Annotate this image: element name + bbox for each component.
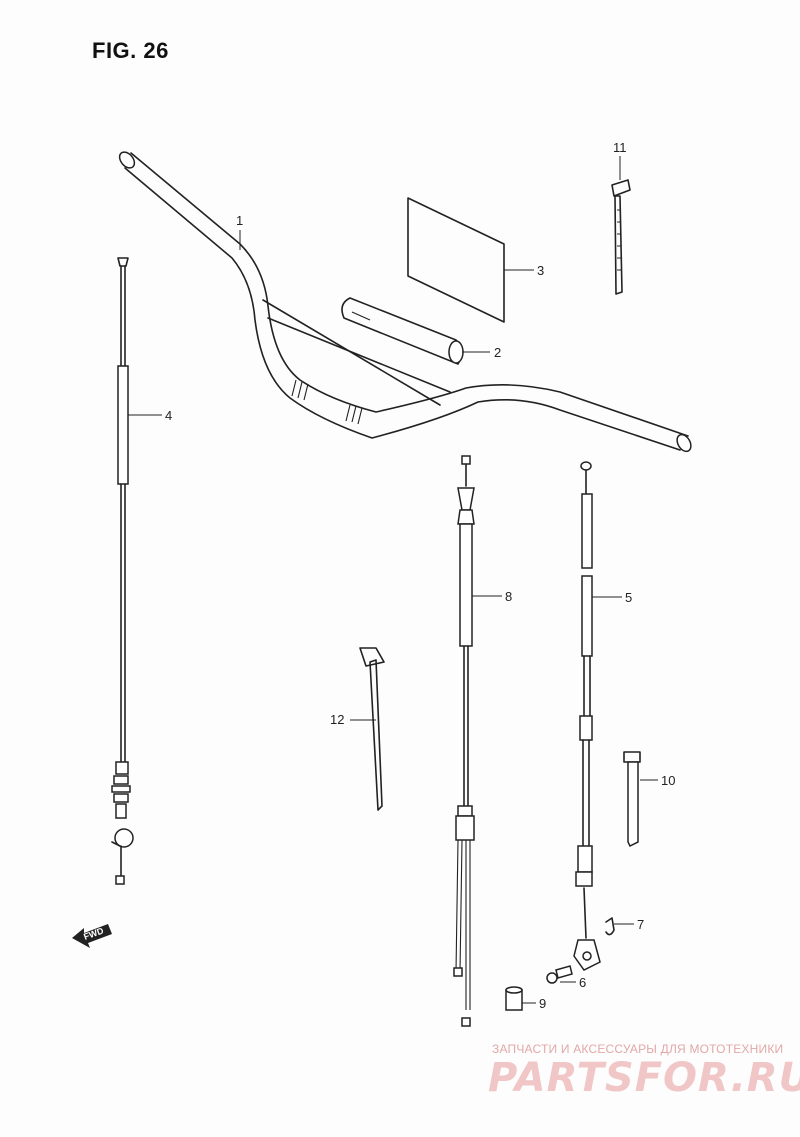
callout-5: 5: [625, 590, 632, 605]
cap-9-drawing: [505, 986, 523, 1011]
band-10-drawing: [623, 751, 641, 848]
watermark-logo: PARTSFOR.RU: [488, 1055, 800, 1101]
handlebar-pad-drawing: [341, 297, 464, 365]
sheet-drawing: [407, 197, 505, 323]
figure-title: FIG. 26: [92, 38, 169, 63]
callout-6: 6: [579, 975, 586, 990]
callout-10: 10: [661, 773, 675, 788]
callout-9: 9: [539, 996, 546, 1011]
strap-12-drawing: [359, 647, 385, 811]
strap-11-drawing: [611, 179, 631, 295]
clip-7-drawing: [605, 917, 615, 936]
callout-4: 4: [165, 408, 172, 423]
callout-3: 3: [537, 263, 544, 278]
callouts: 1 2 3 4 5 6 7 8 9 10 11 12: [128, 140, 675, 1011]
cable-4-drawing: [111, 257, 134, 885]
forward-direction-marker: FWD: [72, 924, 112, 948]
callout-2: 2: [494, 345, 501, 360]
watermark-caption: ЗАПЧАСТИ И АКСЕССУАРЫ ДЛЯ МОТОТЕХНИКИ: [492, 1042, 784, 1056]
callout-8: 8: [505, 589, 512, 604]
callout-1: 1: [236, 213, 243, 228]
pin-6-drawing: [546, 965, 573, 984]
handlebar-drawing: [118, 151, 692, 453]
cable-5-drawing: [573, 461, 601, 971]
callout-11: 11: [613, 140, 627, 155]
callout-7: 7: [637, 917, 644, 932]
cable-8-drawing: [453, 455, 475, 1027]
callout-12: 12: [330, 712, 344, 727]
